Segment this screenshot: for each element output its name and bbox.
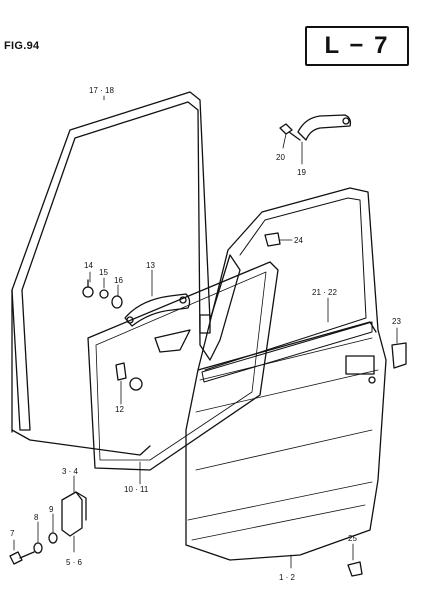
label-24: 24 (294, 236, 303, 245)
leader-lines (13, 95, 398, 569)
label-19: 19 (297, 168, 306, 177)
door-hinge (61, 491, 87, 537)
label-14: 14 (84, 261, 93, 270)
washer-8 (33, 542, 43, 554)
label-1-2: 1 · 2 (279, 573, 296, 582)
page-code-box: L − 7 (305, 26, 409, 66)
part-labels: 17 · 18 14 15 16 13 20 19 24 21 · 22 23 … (10, 86, 401, 582)
belt-molding (201, 321, 373, 383)
label-15: 15 (99, 268, 108, 277)
washer-9 (48, 532, 58, 544)
door-trim-panel (87, 261, 279, 471)
clip-24 (264, 232, 281, 247)
screw-20 (279, 123, 301, 141)
door-shell (185, 187, 387, 561)
label-16: 16 (114, 276, 123, 285)
inside-handle (124, 293, 191, 327)
label-17-18: 17 · 18 (89, 86, 114, 95)
figure-title: FIG.94 (4, 40, 40, 52)
fastener-16 (111, 295, 123, 309)
door-check-25 (347, 561, 363, 577)
door-weatherstrip (11, 91, 241, 456)
cap-23 (391, 342, 407, 369)
assist-grip (297, 114, 352, 141)
fastener-15 (99, 289, 109, 299)
label-25: 25 (348, 534, 357, 543)
fastener-14 (82, 279, 94, 298)
hinge-bolt (9, 551, 35, 565)
label-5-6: 5 · 6 (66, 558, 83, 567)
label-3-4: 3 · 4 (62, 467, 79, 476)
label-8: 8 (34, 513, 39, 522)
label-13: 13 (146, 261, 155, 270)
label-20: 20 (276, 153, 285, 162)
label-9: 9 (49, 505, 54, 514)
label-7: 7 (10, 529, 15, 538)
label-12: 12 (115, 405, 124, 414)
label-21-22: 21 · 22 (312, 288, 337, 297)
regulator-handle (115, 362, 127, 381)
label-10-11: 10 · 11 (124, 485, 149, 494)
label-23: 23 (392, 317, 401, 326)
